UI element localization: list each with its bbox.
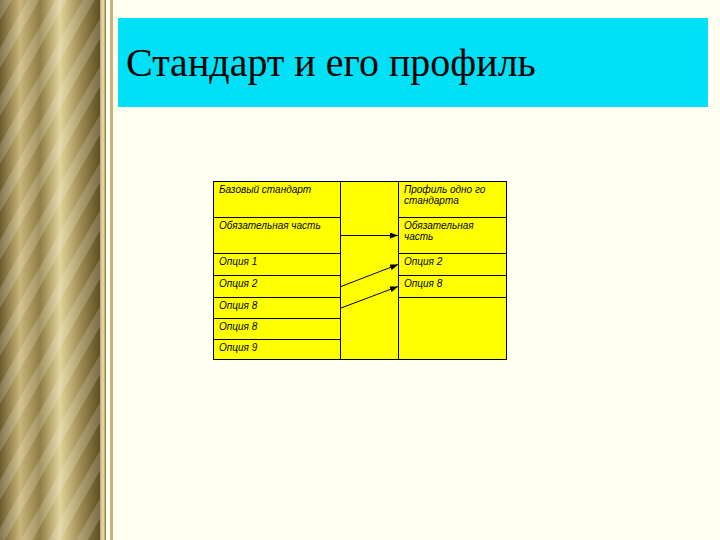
cell-text: Опция 2 bbox=[219, 278, 335, 289]
cell-text: Опция 8 bbox=[219, 321, 335, 332]
table-cell: Опция 1 bbox=[213, 253, 341, 276]
cell-text: Опция 8 bbox=[219, 300, 335, 311]
cell-text: Опция 2 bbox=[404, 256, 501, 267]
table-cell: Опция 2 bbox=[398, 253, 507, 276]
cell-text: Опция 1 bbox=[219, 256, 335, 267]
table-cell: Опция 2 bbox=[213, 275, 341, 298]
table-cell: Базовый стандарт bbox=[213, 181, 341, 218]
table-frame bbox=[214, 182, 507, 360]
arrow-connector bbox=[341, 265, 398, 287]
table-cell: Профиль одно го стандарта bbox=[398, 181, 507, 218]
cell-text: Обязательная часть bbox=[404, 220, 501, 242]
pillar-edge bbox=[100, 0, 106, 540]
table-cell: Опция 8 bbox=[398, 275, 507, 298]
cell-text: Профиль одно го стандарта bbox=[404, 184, 501, 206]
cell-text: Опция 9 bbox=[219, 342, 335, 353]
cell-text: Опция 8 bbox=[404, 278, 501, 289]
arrow-connector bbox=[341, 287, 398, 309]
cell-text: Обязательная часть bbox=[219, 220, 335, 231]
table-cell: Опция 9 bbox=[213, 339, 341, 360]
title-band: Стандарт и его профиль bbox=[118, 18, 708, 107]
slide-title: Стандарт и его профиль bbox=[126, 40, 536, 86]
table-cell: Опция 8 bbox=[213, 297, 341, 319]
pillar-texture bbox=[0, 0, 100, 540]
table-cell: Обязательная часть bbox=[398, 217, 507, 254]
pillar bbox=[0, 0, 100, 540]
pillar-line bbox=[110, 0, 113, 540]
arrow-connector bbox=[341, 235, 398, 236]
table-cell: Обязательная часть bbox=[213, 217, 341, 254]
cell-text: Базовый стандарт bbox=[219, 184, 335, 195]
table-cell: Опция 8 bbox=[213, 318, 341, 340]
